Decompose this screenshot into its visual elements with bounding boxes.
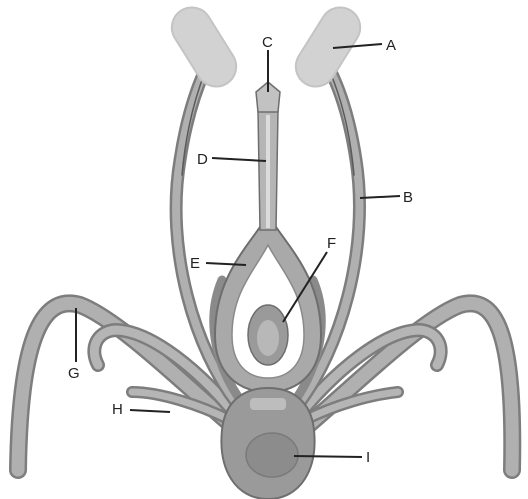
receptacle [221, 388, 314, 499]
label-f: F [327, 235, 336, 252]
leader-b [360, 196, 400, 198]
receptacle-inner [246, 433, 298, 477]
label-e: E [190, 255, 200, 272]
label-a: A [386, 37, 396, 54]
receptacle-band [250, 398, 286, 410]
label-h: H [112, 401, 123, 418]
pistil [215, 82, 321, 392]
label-d: D [197, 151, 208, 168]
label-g: G [68, 365, 80, 382]
anther-left [164, 0, 243, 94]
label-i: I [366, 449, 370, 466]
label-c: C [262, 34, 273, 51]
label-b: B [403, 189, 413, 206]
leader-i [294, 456, 362, 457]
ovule-inner [257, 320, 279, 356]
leader-h [130, 410, 170, 412]
leader-d [212, 158, 266, 161]
